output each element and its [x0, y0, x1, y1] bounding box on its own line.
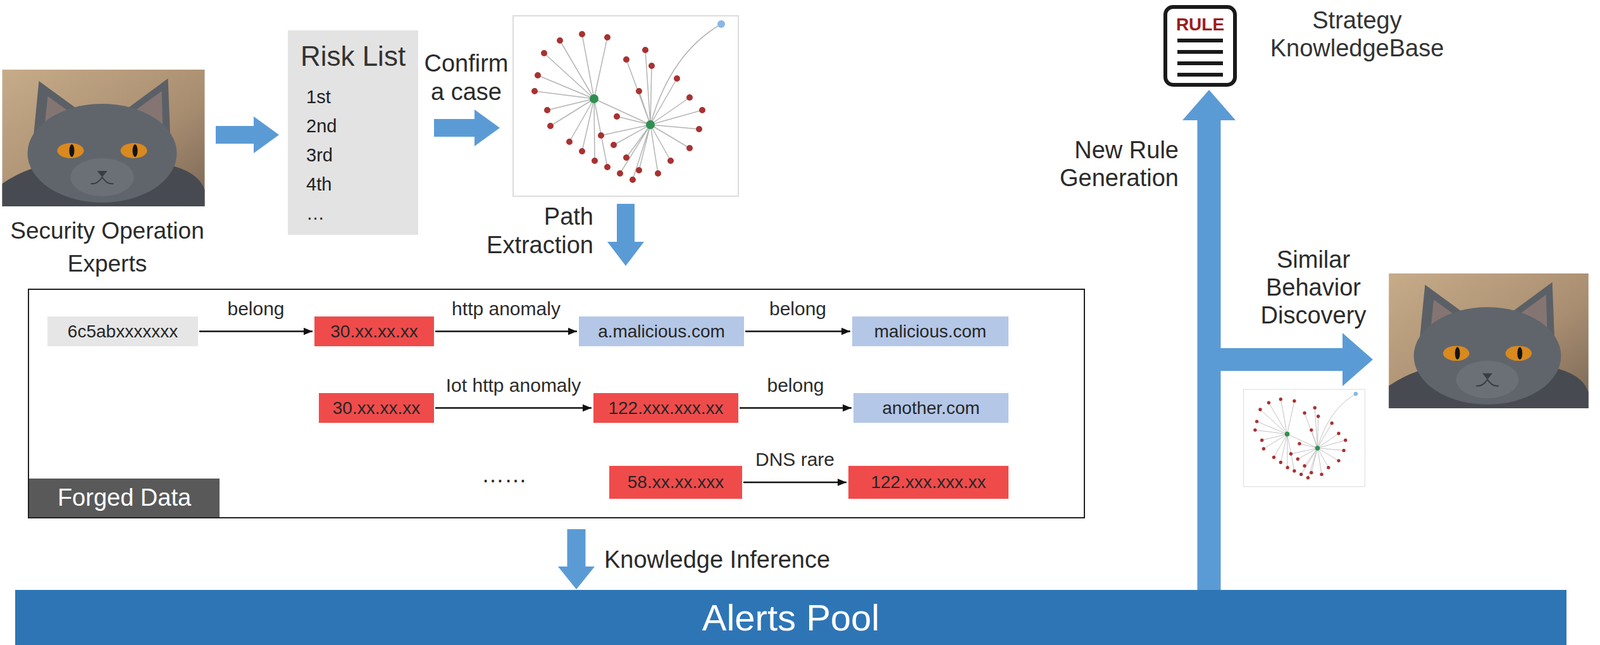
- block-arrow: [215, 116, 280, 154]
- icon-line: [1177, 49, 1223, 54]
- risk-list-box: Risk List 1st2nd3rd4th…: [287, 30, 419, 235]
- entity-label: malicious.com: [874, 320, 987, 343]
- risk-rank: 1st: [306, 82, 331, 112]
- cat-photo: [1388, 273, 1589, 409]
- edge-label: http anomaly: [451, 297, 561, 320]
- relation-arrow: [739, 406, 852, 409]
- entity-label: 58.xx.xx.xxx: [627, 471, 724, 493]
- risk-rank: …: [306, 198, 325, 228]
- step-label: Confirm a case: [415, 49, 517, 107]
- step-label: Path Extraction: [466, 202, 594, 260]
- tab-label: Forged Data: [29, 478, 220, 517]
- edge-label: New Rule Generation: [1033, 136, 1179, 192]
- cat-photo: [1, 69, 206, 207]
- edge-label: DNS rare: [755, 448, 835, 471]
- expert-node: Security Operation Experts: [1, 69, 214, 282]
- risk-rank: 2nd: [306, 111, 337, 141]
- block-arrow: [434, 109, 500, 147]
- role-label: Security Operation Experts: [1, 214, 214, 281]
- ip-box: 58.xx.xx.xxx: [609, 465, 743, 499]
- edge-label: belong: [766, 374, 824, 397]
- knowledge-base-label: Strategy KnowledgeBase: [1255, 6, 1459, 63]
- edge-label: belong: [227, 297, 285, 320]
- entity-label: 30.xx.xx.xx: [332, 397, 421, 419]
- block-arrow: [558, 528, 595, 590]
- edge-label: belong: [769, 297, 827, 320]
- relation-arrow: [745, 330, 851, 333]
- block-arrow: [1209, 332, 1373, 386]
- rule-icon: RULEStrategy KnowledgeBase: [1163, 5, 1237, 87]
- ip-box: 122.xxx.xxx.xx: [848, 465, 1009, 499]
- relation-arrow: [435, 406, 592, 409]
- ip-box: 30.xx.xx.xx: [318, 392, 435, 423]
- entity-label: 30.xx.xx.xx: [330, 320, 418, 343]
- risk-rank: 3rd: [306, 140, 333, 170]
- edge-label: Knowledge Inference: [604, 545, 831, 574]
- entity-label: another.com: [881, 397, 980, 419]
- icon-label: RULE: [1163, 13, 1237, 36]
- hash-box: 6c5abxxxxxxx: [47, 316, 199, 347]
- icon-line: [1177, 61, 1223, 66]
- risk-rank: 4th: [306, 169, 332, 199]
- entity-label: 122.xxx.xxx.xx: [870, 471, 986, 493]
- icon-line: [1177, 38, 1223, 43]
- icon-line: [1177, 72, 1223, 77]
- cat-photo: [2, 69, 205, 207]
- domain-box: another.com: [853, 392, 1009, 423]
- relation-arrow: [743, 481, 847, 484]
- ip-box: 122.xxx.xxx.xx: [593, 392, 739, 423]
- list-title: Risk List: [287, 41, 419, 71]
- forged-data-box: Forged Data 6c5abxxxxxxx 30.xx.xx.xx a.mali…: [27, 288, 1086, 519]
- graph-screenshot: [513, 15, 739, 197]
- entity-label: 122.xxx.xxx.xx: [607, 397, 724, 419]
- domain-box: a.malicious.com: [578, 316, 745, 347]
- relation-arrow: [435, 330, 577, 333]
- domain-box: malicious.com: [852, 316, 1009, 347]
- relation-arrow: [199, 330, 313, 333]
- edge-label: Iot http anomaly: [446, 374, 581, 397]
- ip-box: 30.xx.xx.xx: [314, 316, 435, 347]
- entity-label: a.malicious.com: [597, 320, 726, 343]
- bar-label: Alerts Pool: [702, 595, 880, 640]
- block-arrow: [1182, 89, 1236, 590]
- graph-thumbnail: [1243, 389, 1366, 487]
- step-label: Similar Behavior Discovery: [1237, 245, 1390, 329]
- entity-label: 6c5abxxxxxxx: [67, 320, 178, 343]
- ellipsis: ……: [466, 460, 543, 489]
- alerts-pool-bar: Alerts Pool: [15, 589, 1567, 645]
- block-arrow: [607, 203, 645, 266]
